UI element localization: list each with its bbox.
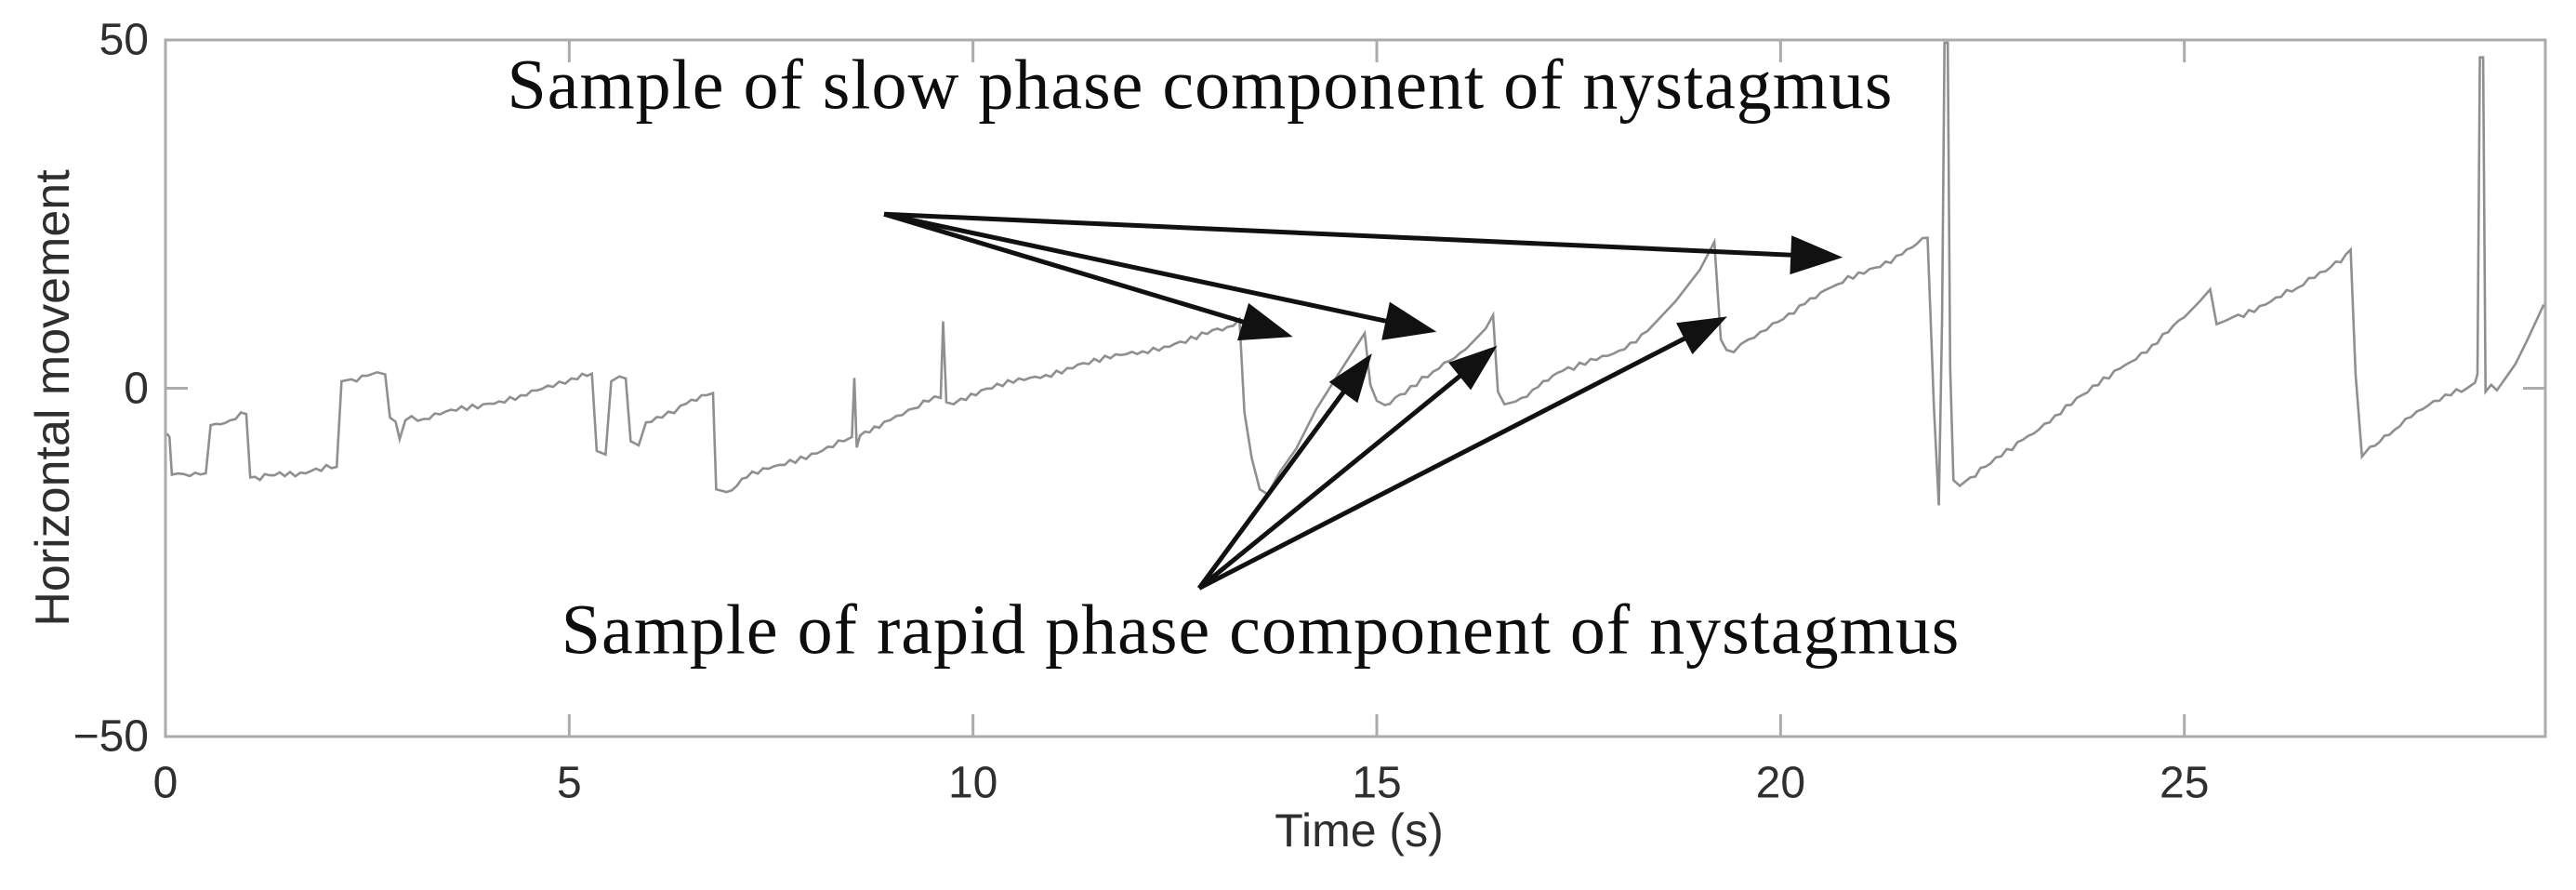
arrow-rapid-phase-2-head bbox=[1448, 345, 1498, 391]
x-tick-label-15: 15 bbox=[1352, 758, 1402, 808]
arrow-slow-phase-2-head bbox=[1381, 301, 1437, 340]
y-axis-title: Horizontal movement bbox=[26, 169, 80, 627]
x-axis-title: Time (s) bbox=[1275, 804, 1444, 857]
arrow-rapid-phase-2-line bbox=[1197, 370, 1466, 591]
arrow-slow-phase-3-head bbox=[1790, 235, 1843, 275]
arrow-slow-phase-1-line bbox=[883, 211, 1249, 326]
arrow-slow-phase-2-line bbox=[883, 211, 1392, 325]
arrow-rapid-phase-1-line bbox=[1196, 386, 1349, 590]
y-tick-label-0: 0 bbox=[124, 364, 149, 413]
y-tick-label--50: −50 bbox=[73, 711, 149, 762]
y-tick-label-50: 50 bbox=[99, 15, 149, 65]
x-tick-label-0: 0 bbox=[152, 758, 178, 808]
annotation-slow-phase-label: Sample of slow phase component of nystag… bbox=[507, 46, 1894, 125]
x-tick-label-10: 10 bbox=[947, 758, 998, 808]
arrow-rapid-phase-3-line bbox=[1197, 334, 1691, 591]
x-tick-label-25: 25 bbox=[2159, 758, 2210, 808]
x-tick-label-20: 20 bbox=[1755, 758, 1806, 808]
arrow-slow-phase-3-line bbox=[884, 211, 1797, 258]
arrow-slow-phase-1-head bbox=[1237, 302, 1293, 341]
arrow-rapid-phase-1-head bbox=[1328, 353, 1372, 404]
arrow-rapid-phase-3-head bbox=[1676, 316, 1727, 354]
x-tick-label-5: 5 bbox=[556, 758, 582, 808]
annotation-rapid-phase-label: Sample of rapid phase component of nysta… bbox=[561, 591, 1961, 670]
